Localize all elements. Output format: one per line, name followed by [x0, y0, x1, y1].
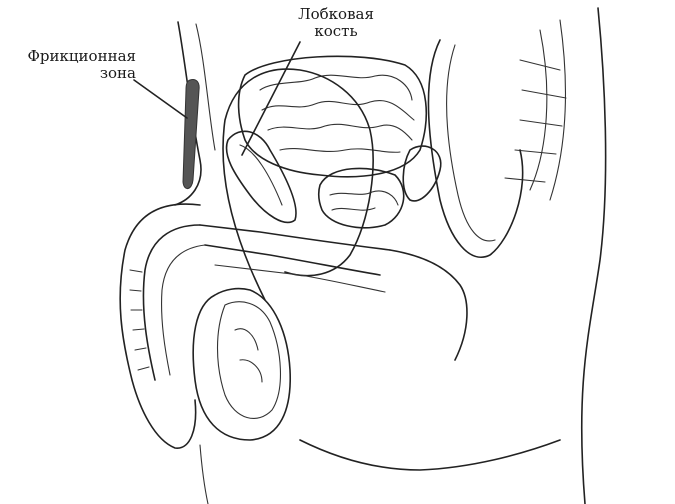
testis [193, 289, 290, 440]
perineum-outline [390, 250, 467, 360]
penis [120, 204, 390, 448]
back-outline [582, 8, 606, 504]
pubic-bone [227, 131, 296, 222]
friction-zone-marker [183, 79, 199, 188]
pubic-bone-label: Лобковая кость [286, 6, 386, 40]
friction-zone-label-line1: Фрикционная [6, 48, 136, 65]
friction-zone-label-line2: зона [6, 65, 136, 82]
pubic-bone-label-line1: Лобковая [286, 6, 386, 23]
rectum-outline [428, 40, 522, 257]
prostate [319, 168, 404, 227]
friction-zone-leader [134, 80, 187, 118]
bladder [239, 56, 427, 176]
leg-outline [300, 440, 560, 470]
pubic-bone-label-line2: кость [286, 23, 386, 40]
friction-zone-label: Фрикционная зона [6, 48, 136, 82]
spine-segments [505, 60, 566, 182]
pubic-bone-leader [242, 42, 300, 155]
